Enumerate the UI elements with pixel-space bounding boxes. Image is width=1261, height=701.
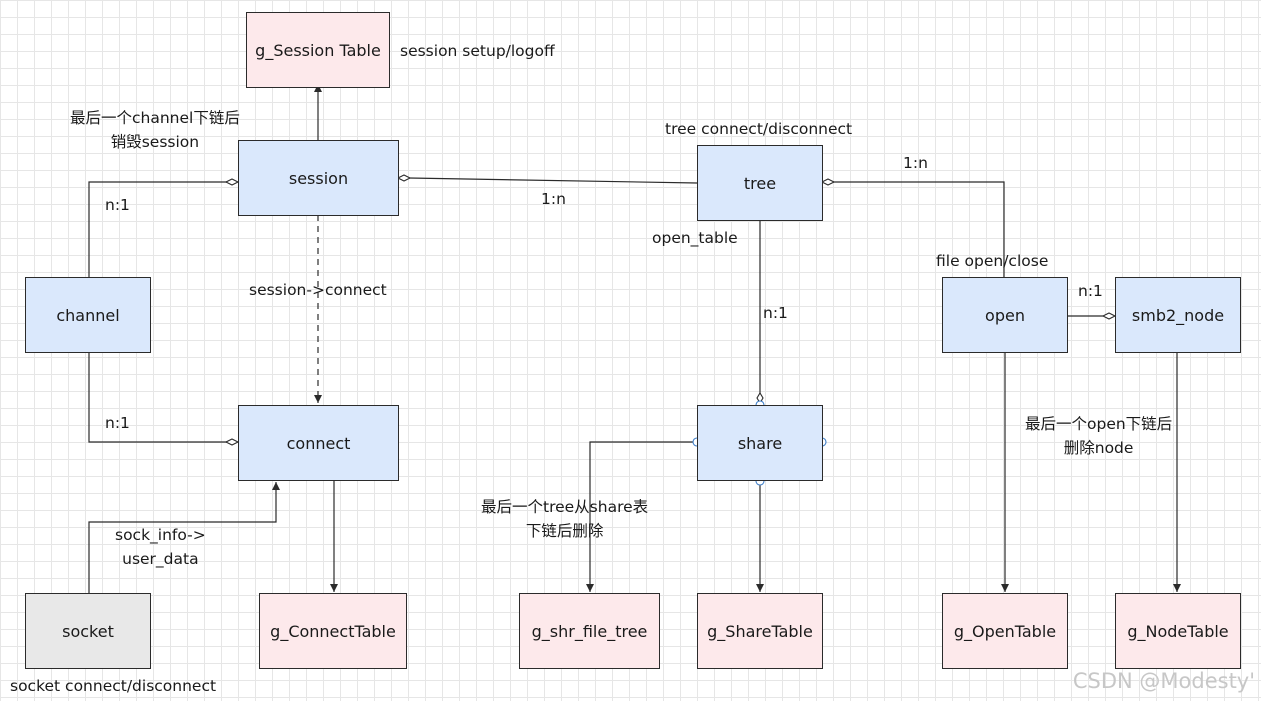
- socket-connect-arrow: [88, 482, 280, 593]
- share-node[interactable]: share: [697, 405, 823, 481]
- tree-open-ratio-label: 1:n: [903, 154, 928, 172]
- last-tree-note-line1: 最后一个tree从share表: [481, 498, 649, 516]
- connect-left-diamond: [224, 438, 240, 446]
- last-open-note-line2: 删除node: [1063, 439, 1134, 457]
- last-channel-note: 最后一个channel下链后 销毁session: [70, 106, 240, 154]
- sock-info-note-line2: user_data: [122, 550, 199, 568]
- smb2-node-left-diamond: [1101, 312, 1117, 320]
- last-tree-note-line2: 下链后删除: [525, 522, 604, 540]
- last-open-note-line1: 最后一个open下链后: [1025, 415, 1173, 433]
- tree-right-diamond: [820, 178, 836, 186]
- open-table-label: open_table: [652, 229, 738, 247]
- last-tree-note: 最后一个tree从share表 下链后删除: [481, 495, 648, 543]
- channel-connect-ratio-label: n:1: [105, 414, 130, 432]
- socket-connect-label: socket connect/disconnect: [10, 677, 217, 695]
- open-node[interactable]: open: [942, 277, 1068, 353]
- g-connect-table-node[interactable]: g_ConnectTable: [259, 593, 407, 669]
- last-open-note: 最后一个open下链后 删除node: [1025, 412, 1172, 460]
- g-share-table-node[interactable]: g_ShareTable: [697, 593, 823, 669]
- g-shr-file-tree-node[interactable]: g_shr_file_tree: [519, 593, 660, 669]
- share-to-shrfiletree-arrow: [586, 441, 697, 592]
- session-left-diamond: [224, 178, 240, 186]
- channel-connect-line: [88, 352, 232, 443]
- g-session-table-node[interactable]: g_Session Table: [246, 12, 390, 88]
- tree-open-line: [833, 181, 1005, 277]
- g-node-table-node[interactable]: g_NodeTable: [1115, 593, 1241, 669]
- last-channel-note-line2: 销毁session: [110, 133, 200, 151]
- session-node[interactable]: session: [238, 140, 399, 216]
- socket-node[interactable]: socket: [25, 593, 151, 669]
- file-open-close-label: file open/close: [936, 252, 1049, 270]
- tree-connect-label: tree connect/disconnect: [665, 120, 853, 138]
- connect-node[interactable]: connect: [238, 405, 399, 481]
- session-tree-ratio-label: 1:n: [541, 190, 566, 208]
- sock-info-note-line1: sock_info->: [115, 526, 206, 544]
- session-connect-label: session->connect: [249, 281, 387, 299]
- session-tree-line: [408, 177, 698, 184]
- sock-info-note: sock_info-> user_data: [115, 523, 206, 571]
- session-setup-label: session setup/logoff: [400, 42, 555, 60]
- last-channel-note-line1: 最后一个channel下链后: [70, 109, 240, 127]
- channel-session-ratio-label: n:1: [105, 196, 130, 214]
- session-right-diamond: [396, 174, 412, 182]
- watermark: CSDN @Modesty': [1072, 669, 1255, 693]
- tree-node[interactable]: tree: [697, 145, 823, 221]
- tree-share-ratio-label: n:1: [763, 304, 788, 322]
- smb2-node-node[interactable]: smb2_node: [1115, 277, 1241, 353]
- channel-node[interactable]: channel: [25, 277, 151, 353]
- open-node-ratio-label: n:1: [1078, 282, 1103, 300]
- g-open-table-node[interactable]: g_OpenTable: [942, 593, 1068, 669]
- channel-session-line: [88, 181, 232, 277]
